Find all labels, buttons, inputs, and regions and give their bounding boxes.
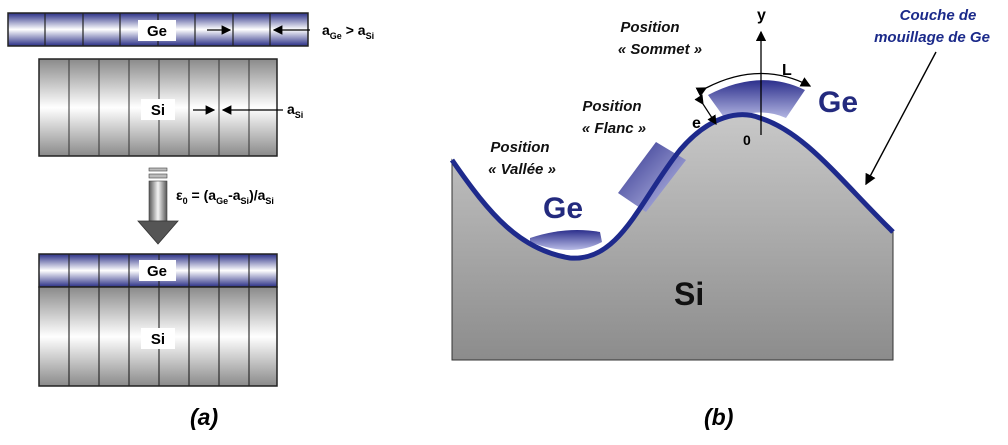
caption-a: (a) <box>190 404 219 430</box>
ge-strip-top: Ge aGe > aSi <box>7 12 374 47</box>
wetting-layer-label: Couche de mouillage de Ge <box>874 7 990 46</box>
ge-label-valley: Ge <box>543 192 583 225</box>
svg-text:Couche de: Couche de <box>900 7 977 24</box>
position-vallee: Position « Vallée » <box>488 139 556 178</box>
svg-text:Position: Position <box>620 19 679 36</box>
si-label-b: Si <box>674 276 704 312</box>
si-label: Si <box>151 102 165 119</box>
si-label-bottom: Si <box>151 331 165 348</box>
panel-b: y 0 L e Ge Ge Si Position « Sommet » Pos… <box>449 7 990 361</box>
svg-text:mouillage de Ge: mouillage de Ge <box>874 29 990 46</box>
ge-island-summit <box>708 80 805 120</box>
caption-b: (b) <box>704 404 734 430</box>
svg-text:« Vallée »: « Vallée » <box>488 161 556 178</box>
si-block: Si aSi <box>38 58 303 157</box>
ge-island-flank <box>618 142 686 212</box>
position-flanc: Position « Flanc » <box>582 98 646 137</box>
svg-text:Position: Position <box>582 98 641 115</box>
panel-a: Ge aGe > aSi Si aSi <box>7 12 374 387</box>
ge-label-summit: Ge <box>818 86 858 119</box>
ge-island-valley <box>530 230 602 250</box>
strain-formula: ε0 = (aGe-aSi)/aSi <box>176 187 274 206</box>
svg-text:Position: Position <box>490 139 549 156</box>
lattice-relation: aGe > aSi <box>322 22 374 41</box>
axis-L-label: L <box>782 62 792 79</box>
origin-label: 0 <box>743 132 751 148</box>
svg-text:« Sommet »: « Sommet » <box>618 41 702 58</box>
si-param: aSi <box>287 101 303 120</box>
wetting-layer-pointer <box>865 51 937 186</box>
thickness-label: e <box>692 115 701 132</box>
ge-label-bottom: Ge <box>147 263 167 280</box>
thickness-arrow <box>694 94 717 126</box>
axis-y-label: y <box>757 7 766 24</box>
axis-L-arc <box>695 72 812 97</box>
svg-text:« Flanc »: « Flanc » <box>582 120 646 137</box>
strained-stack: Ge Si <box>38 253 278 387</box>
wetting-layer-line <box>449 112 895 261</box>
position-sommet: Position « Sommet » <box>618 19 702 58</box>
ge-label-top: Ge <box>147 23 167 40</box>
down-arrow-icon <box>137 167 179 245</box>
